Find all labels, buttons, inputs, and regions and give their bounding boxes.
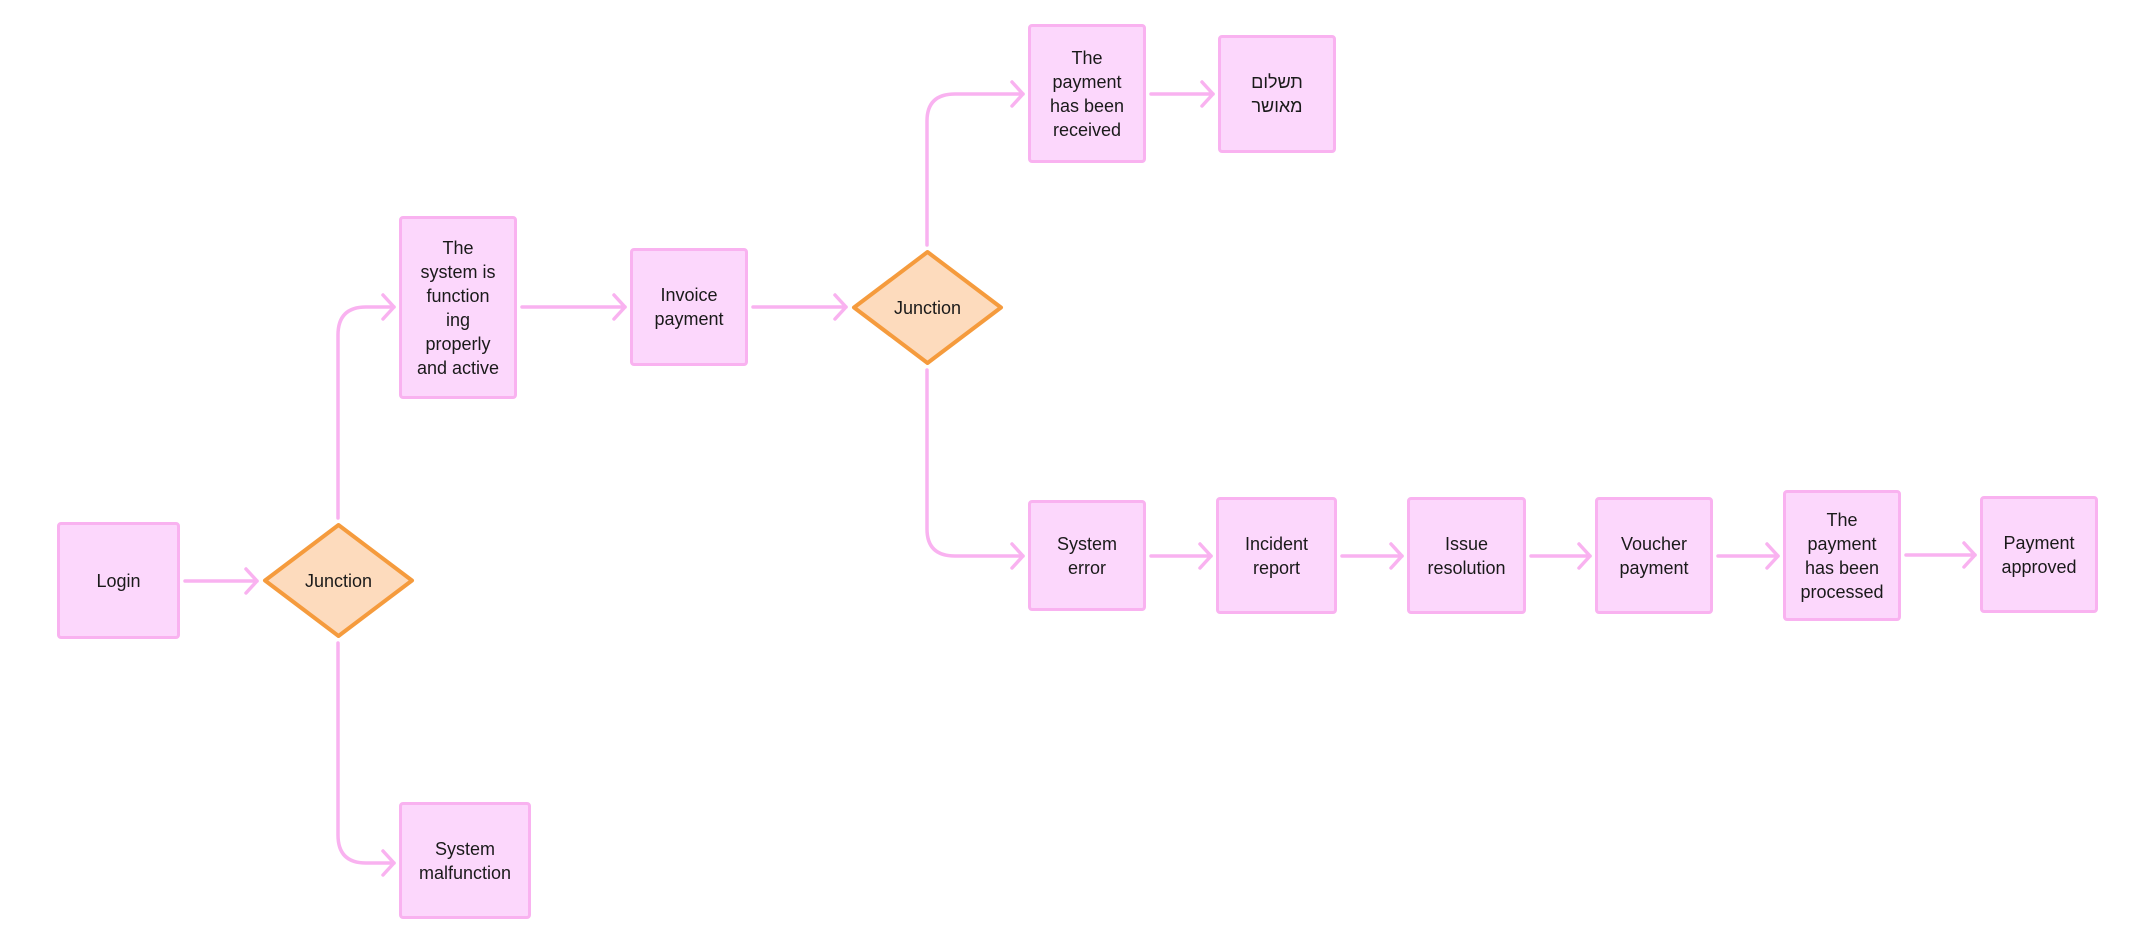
junction-diamond[interactable]: Junction xyxy=(851,249,1004,366)
node-label: The payment has been received xyxy=(1049,47,1125,140)
diamond-outline xyxy=(263,523,414,638)
connector-line xyxy=(925,368,1025,558)
junction-diamond[interactable]: Junction xyxy=(262,522,415,639)
arrowhead-icon xyxy=(1198,542,1213,570)
node-label: The payment has been processed xyxy=(1800,509,1884,602)
arrowhead-icon xyxy=(244,567,259,595)
node-label: Invoice payment xyxy=(654,285,724,329)
arrowhead-icon xyxy=(381,849,396,877)
node-label: Voucher payment xyxy=(1619,533,1689,578)
node-incident-report[interactable]: Incident report xyxy=(1216,497,1337,614)
node-label: Login xyxy=(96,570,141,591)
node-label: Junction xyxy=(304,570,373,591)
arrowhead-icon xyxy=(1577,542,1592,570)
arrowhead-icon xyxy=(612,293,627,321)
node-system-error[interactable]: System error xyxy=(1028,500,1146,611)
node-label: System error xyxy=(1056,533,1117,578)
diamond-shape xyxy=(852,250,1003,365)
connector-line xyxy=(336,641,396,865)
node-voucher-payment[interactable]: Voucher payment xyxy=(1595,497,1713,614)
arrowhead-icon xyxy=(1010,80,1025,108)
node-invoice-payment[interactable]: Invoice payment xyxy=(630,248,748,366)
node-label: Incident report xyxy=(1244,533,1309,578)
node-payment-approved-hebrew[interactable]: תשלום מאושר xyxy=(1218,35,1336,153)
diamond-shape xyxy=(263,523,414,638)
arrowhead-icon xyxy=(833,293,848,321)
node-login[interactable]: Login xyxy=(57,522,180,639)
node-label: Payment approved xyxy=(2001,532,2077,577)
node-system-malfunction[interactable]: System malfunction xyxy=(399,802,531,919)
node-system-active[interactable]: The system is function ing properly and … xyxy=(399,216,517,399)
node-payment-received[interactable]: The payment has been received xyxy=(1028,24,1146,163)
arrowhead-icon xyxy=(381,293,396,321)
arrowhead-icon xyxy=(1200,80,1215,108)
node-payment-approved[interactable]: Payment approved xyxy=(1980,496,2098,613)
node-payment-processed[interactable]: The payment has been processed xyxy=(1783,490,1901,621)
connector-line xyxy=(925,92,1025,247)
node-label: תשלום מאושר xyxy=(1251,72,1303,116)
diamond-outline xyxy=(852,250,1003,365)
arrowhead-icon xyxy=(1389,542,1404,570)
node-label: Junction xyxy=(893,297,962,318)
arrowhead-icon xyxy=(1962,541,1977,569)
node-label: The system is function ing properly and … xyxy=(416,237,500,378)
node-label: System malfunction xyxy=(418,838,512,883)
node-label: Issue resolution xyxy=(1427,533,1506,578)
arrowhead-icon xyxy=(1010,542,1025,570)
connector-line xyxy=(336,305,396,520)
node-issue-resolution[interactable]: Issue resolution xyxy=(1407,497,1526,614)
arrowhead-icon xyxy=(1765,542,1780,570)
